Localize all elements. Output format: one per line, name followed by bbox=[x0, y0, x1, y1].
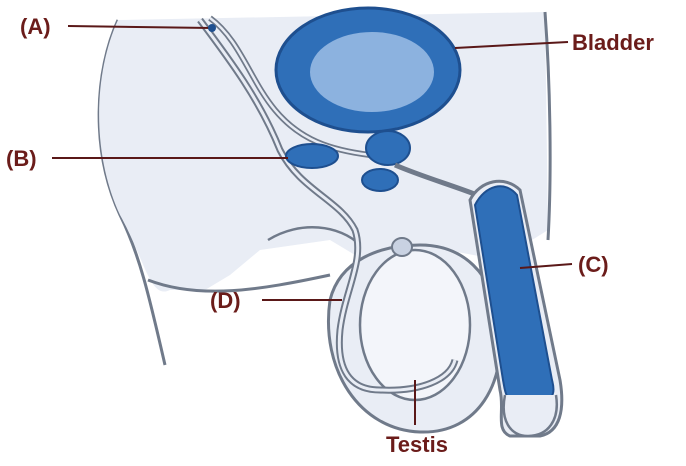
label-testis: Testis bbox=[386, 432, 448, 457]
testis-shape bbox=[360, 250, 470, 400]
prostate-gland bbox=[366, 131, 410, 165]
label-bladder: Bladder bbox=[572, 30, 654, 55]
pointer-a-dot bbox=[208, 24, 216, 32]
label-d: (D) bbox=[210, 288, 241, 313]
label-b: (B) bbox=[6, 146, 37, 171]
label-a: (A) bbox=[20, 14, 51, 39]
label-c: (C) bbox=[578, 252, 609, 277]
bulbourethral-gland bbox=[362, 169, 398, 191]
epididymis-head bbox=[392, 238, 412, 256]
bladder-inner bbox=[310, 32, 434, 112]
seminal-vesicle bbox=[286, 144, 338, 168]
